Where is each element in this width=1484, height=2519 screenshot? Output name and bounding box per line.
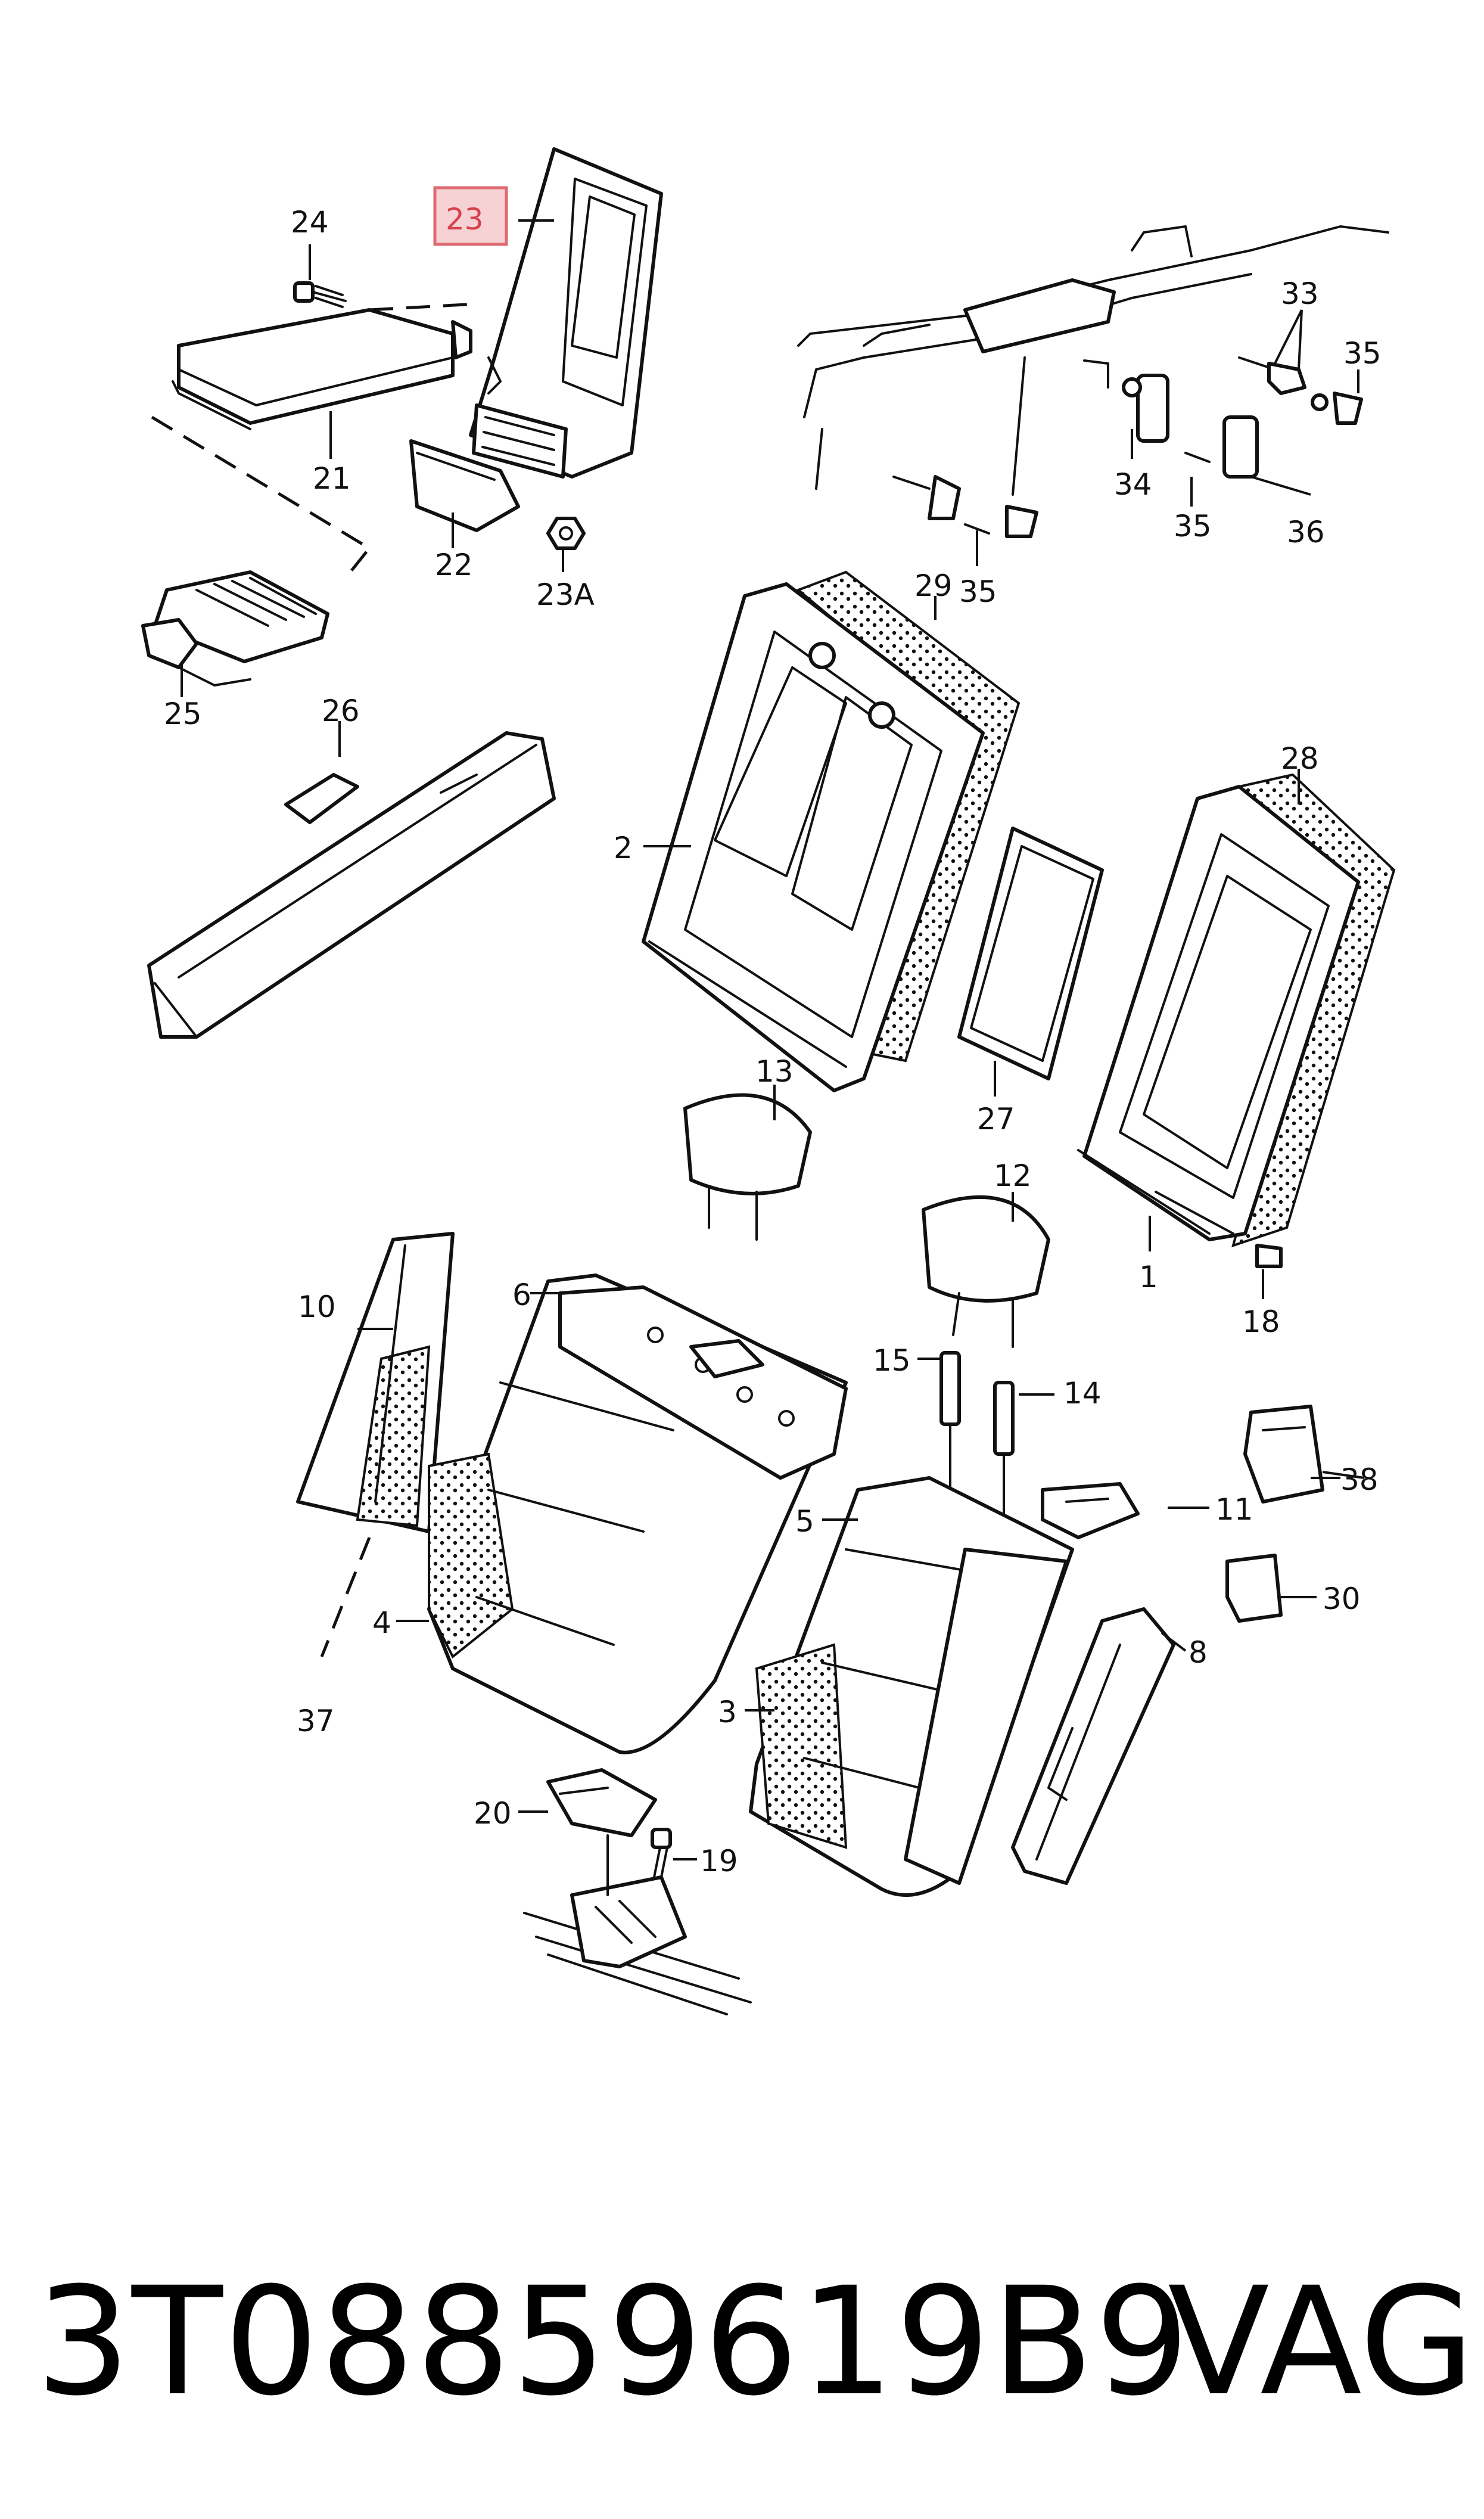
callout-12: 12: [994, 1158, 1032, 1193]
part-8-side-trim: [1011, 1607, 1175, 1885]
highlighted-callout-box: [433, 186, 508, 246]
callout-35-middle: 35: [1174, 509, 1212, 543]
assembly-line: [320, 1537, 371, 1657]
part-6-upper-cover: [558, 1285, 848, 1480]
part-23-armrest-frame: [469, 147, 663, 479]
part-23a-nut: [546, 517, 586, 550]
callout-35-bottom: 35: [959, 574, 997, 609]
callout-18: 18: [1242, 1304, 1280, 1339]
hinge-bracket: [523, 1834, 752, 2015]
callout-24: 24: [291, 205, 329, 240]
part-30-clip: [1225, 1554, 1283, 1623]
callout-13: 13: [755, 1054, 794, 1089]
brand-label: VAG: [1168, 2255, 1475, 2428]
callout-23a: 23A: [536, 577, 595, 612]
callout-4: 4: [372, 1605, 391, 1640]
callout-14: 14: [1063, 1376, 1102, 1411]
callout-1: 1: [1139, 1260, 1158, 1294]
part-13-headrest: [683, 1093, 812, 1241]
callout-19: 19: [700, 1844, 738, 1878]
part-25-cupholder-insert: [141, 570, 329, 687]
callout-22: 22: [435, 548, 473, 582]
vehicle-outline: [797, 225, 1389, 496]
callout-37: 37: [297, 1704, 335, 1738]
callout-8: 8: [1189, 1635, 1208, 1670]
part-19-screw: [651, 1828, 672, 1878]
part-number: 3T08859619B9: [36, 2253, 1191, 2431]
callout-2: 2: [614, 831, 633, 865]
part-1-seatback-frame-right: [1077, 785, 1360, 1268]
callout-10: 10: [298, 1290, 336, 1324]
callout-11: 11: [1215, 1492, 1253, 1527]
callout-36: 36: [1287, 515, 1325, 549]
callout-34: 34: [1114, 467, 1152, 502]
part-number-suffix: 9B9: [895, 2255, 1191, 2428]
part-2-seatback-frame-left: [642, 582, 985, 1092]
leader-lines: [181, 219, 1365, 1860]
part-12-headrest: [922, 1195, 1050, 1348]
callout-38: 38: [1340, 1462, 1379, 1497]
part-20-hinge-cover: [546, 1768, 657, 1837]
callout-29: 29: [914, 569, 953, 603]
callout-5: 5: [795, 1504, 814, 1539]
callout-20: 20: [474, 1796, 512, 1831]
callout-21: 21: [313, 461, 351, 496]
callout-23: 23: [446, 202, 484, 237]
assembly-line: [369, 302, 477, 312]
callout-25: 25: [164, 697, 202, 731]
footer: 3T08859619B9 VAG: [0, 2253, 1484, 2431]
part-22-cap: [409, 439, 520, 532]
part-27-panel: [957, 827, 1104, 1080]
part-21-armrest-cover: [172, 308, 472, 430]
callout-26: 26: [322, 694, 360, 728]
callout-6: 6: [512, 1278, 531, 1312]
part-3-inner-cover: [904, 1548, 1068, 1885]
callout-27: 27: [977, 1102, 1015, 1136]
part-26-armrest-pad: [147, 731, 556, 1039]
callout-35-top: 35: [1343, 336, 1382, 371]
parts-33-36-latches: [892, 356, 1363, 538]
part-11-trim: [1041, 1482, 1140, 1539]
assembly-line: [151, 415, 372, 579]
callout-28: 28: [1281, 741, 1319, 776]
part-24-bolt: [293, 281, 347, 308]
callout-30: 30: [1323, 1582, 1361, 1616]
part-number-main: 3T0885961: [36, 2255, 896, 2428]
callout-3: 3: [718, 1695, 737, 1729]
callout-33: 33: [1281, 277, 1319, 311]
part-38-bracket: [1243, 1405, 1324, 1504]
callout-15: 15: [873, 1343, 911, 1378]
part-10-side-bolster: [296, 1232, 455, 1533]
